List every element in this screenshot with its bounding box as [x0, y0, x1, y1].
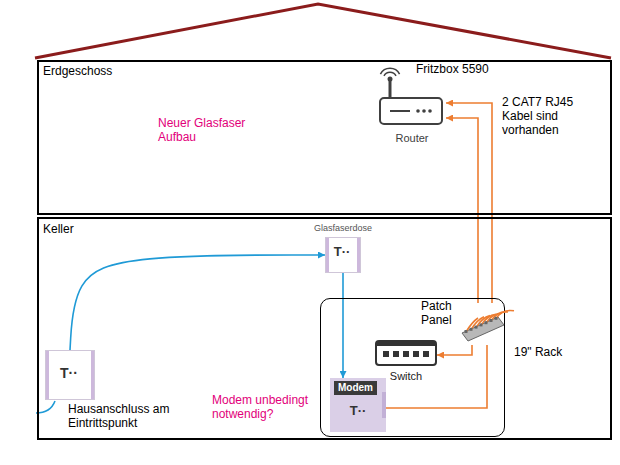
node-title: Switch [366, 370, 446, 383]
patch-panel: Patch Panel [458, 303, 512, 345]
house-connection-box: T··Hausanschluss am Eintrittspunkt [45, 350, 95, 400]
node-text: T·· [324, 245, 360, 260]
node-text: Router [370, 132, 454, 145]
roof [35, 4, 611, 58]
node-title: Glasfaserdose [293, 223, 393, 233]
node-title: Modem [334, 381, 377, 395]
node-title: 19" Rack [514, 346, 562, 360]
note-text: Neuer Glasfaser Aufbau [158, 117, 258, 145]
fiber-socket: GlasfaserdoseT·· [325, 237, 361, 273]
node-title: Patch Panel [421, 300, 456, 328]
switch-box: Switch [375, 340, 437, 366]
network-cable [446, 103, 492, 303]
floor-band: Fritzbox 5590RouterErdgeschoss [37, 60, 612, 215]
fiber-line [70, 255, 325, 350]
question-note: Modem unbedingt notwendig? [212, 394, 326, 422]
node-title: Fritzbox 5590 [416, 63, 489, 77]
modem-box: ModemT·· [330, 378, 386, 432]
network-cable [437, 345, 472, 355]
node-text: Hausanschluss am Eintrittspunkt [68, 403, 180, 431]
router-icon: Fritzbox 5590Router [378, 70, 446, 128]
node-title: Keller [43, 223, 74, 237]
fiber-line [342, 273, 344, 378]
rack-frame: Patch PanelSwitchModemT··19" Rack [320, 298, 505, 437]
patch-symbol [458, 303, 512, 345]
node-title: T·· [44, 365, 94, 381]
router-symbol [378, 70, 446, 128]
cable-note: 2 CAT7 RJ45 Kabel sind vorhanden [502, 96, 586, 137]
node-title: Erdgeschoss [43, 65, 112, 79]
floor-band: GlasfaserdoseT··T··Hausanschluss am Eint… [37, 217, 612, 440]
network-cable [446, 118, 478, 303]
node-text: T·· [330, 404, 386, 419]
switch-symbol [375, 340, 437, 366]
